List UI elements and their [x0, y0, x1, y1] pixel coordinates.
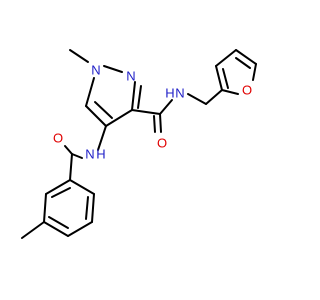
- bond-c3-c4: [105, 109, 133, 127]
- bond-furan-1: [215, 65, 223, 91]
- bond-ch2-furan: [205, 89, 223, 105]
- bond-furan-5: [221, 89, 239, 95]
- bond-n2-c3: [131, 81, 136, 111]
- bond-ar-methyl: [21, 221, 45, 239]
- bond-camide-nh: [159, 99, 173, 115]
- atom-n2: N: [126, 69, 135, 84]
- bond-ar-2-double: [85, 196, 89, 220]
- atom-o-carbonyl-upper: O: [157, 136, 167, 151]
- bond-c5-n1: [85, 77, 95, 107]
- atom-h-lower: H: [96, 147, 105, 162]
- bond-ar-5: [43, 193, 47, 223]
- bond-nh-ch2: [187, 93, 207, 105]
- bond-c4-nh: [97, 125, 107, 151]
- atom-h-amide: H: [165, 86, 174, 101]
- bond-c-o-upper: [159, 113, 162, 133]
- bond-nh-ccarbonyl: [71, 153, 83, 159]
- bond-ar-4: [43, 221, 69, 237]
- bond-furan-2: [215, 49, 237, 67]
- bond-ar-4-double: [48, 216, 69, 229]
- bond-furan-3: [235, 49, 257, 65]
- bond-c4-c5-double: [94, 101, 113, 119]
- bond-ar-2: [91, 193, 95, 223]
- bond-n1-n2: [103, 65, 123, 73]
- bond-ccarbonyl-ring: [69, 153, 73, 181]
- atom-o-carbonyl-lower: O: [53, 131, 63, 146]
- bond-c-o-lower: [64, 145, 73, 155]
- atom-n-lower: N: [85, 147, 94, 162]
- bond-ar-3: [67, 221, 93, 237]
- bond-furan-1-double: [222, 68, 229, 89]
- bond-furan-3-double: [235, 57, 251, 69]
- bond-c3-camide: [131, 109, 161, 115]
- atom-o-furan: O: [242, 83, 252, 98]
- bond-n2-c3-double: [137, 85, 142, 109]
- bond-n-methyl: [69, 49, 89, 63]
- bond-furan-4: [252, 63, 257, 81]
- bond-c4-c5: [85, 105, 107, 127]
- bond-ar-6: [45, 179, 71, 195]
- bond-c-o-upper-double: [153, 115, 156, 133]
- bond-ar-1: [69, 179, 95, 195]
- atom-n1: N: [91, 63, 100, 78]
- atom-n-amide: N: [175, 86, 184, 101]
- molecule-structure: N N N H O O N H O: [21, 49, 257, 239]
- bond-ar-6-double: [51, 187, 71, 198]
